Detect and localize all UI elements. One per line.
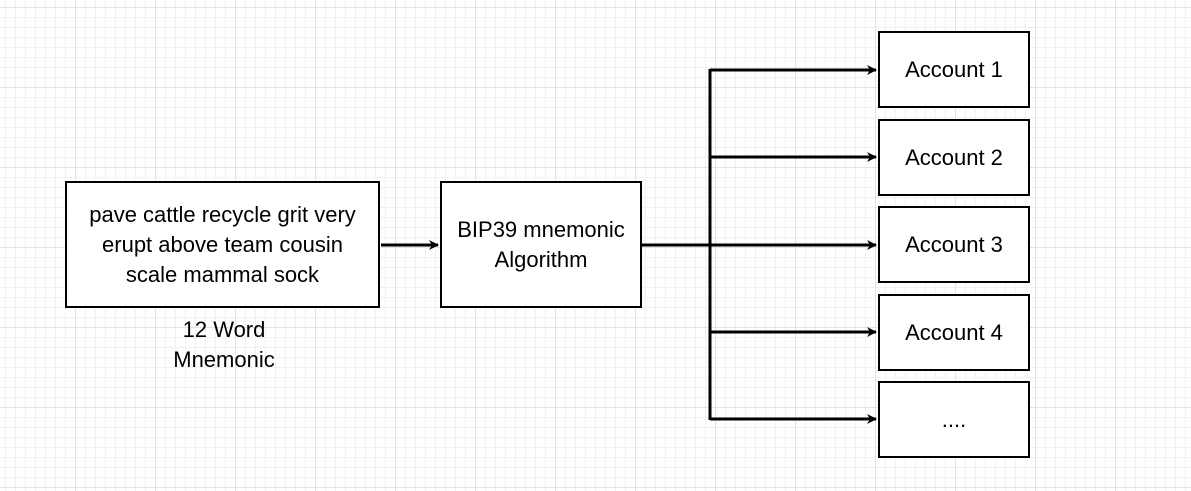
account-box-3[interactable]: Account 3 xyxy=(878,206,1030,283)
mnemonic-line-1: pave cattle recycle grit very xyxy=(89,201,356,227)
mnemonic-caption-line-2: Mnemonic xyxy=(173,347,275,372)
algorithm-line-2: Algorithm xyxy=(494,246,588,272)
account-box-more[interactable]: .... xyxy=(878,381,1030,458)
algorithm-line-1: BIP39 mnemonic xyxy=(457,216,625,242)
bip39-algorithm-text: BIP39 mnemonic Algorithm xyxy=(457,215,625,275)
account-box-2[interactable]: Account 2 xyxy=(878,119,1030,196)
account-label-4: Account 4 xyxy=(905,319,1003,345)
mnemonic-phrase-text: pave cattle recycle grit very erupt abov… xyxy=(89,200,356,290)
mnemonic-phrase-box[interactable]: pave cattle recycle grit very erupt abov… xyxy=(65,181,380,308)
account-box-1[interactable]: Account 1 xyxy=(878,31,1030,108)
account-label-more: .... xyxy=(941,406,967,432)
mnemonic-caption-line-1: 12 Word xyxy=(182,317,266,342)
bip39-algorithm-box[interactable]: BIP39 mnemonic Algorithm xyxy=(440,181,642,308)
mnemonic-line-2: erupt above team cousin xyxy=(102,231,343,257)
mnemonic-caption: 12 Word Mnemonic xyxy=(124,315,324,375)
account-label-3: Account 3 xyxy=(905,231,1003,257)
account-label-1: Account 1 xyxy=(905,56,1003,82)
account-box-4[interactable]: Account 4 xyxy=(878,294,1030,371)
mnemonic-line-3: scale mammal sock xyxy=(125,261,320,287)
account-label-2: Account 2 xyxy=(905,144,1003,170)
